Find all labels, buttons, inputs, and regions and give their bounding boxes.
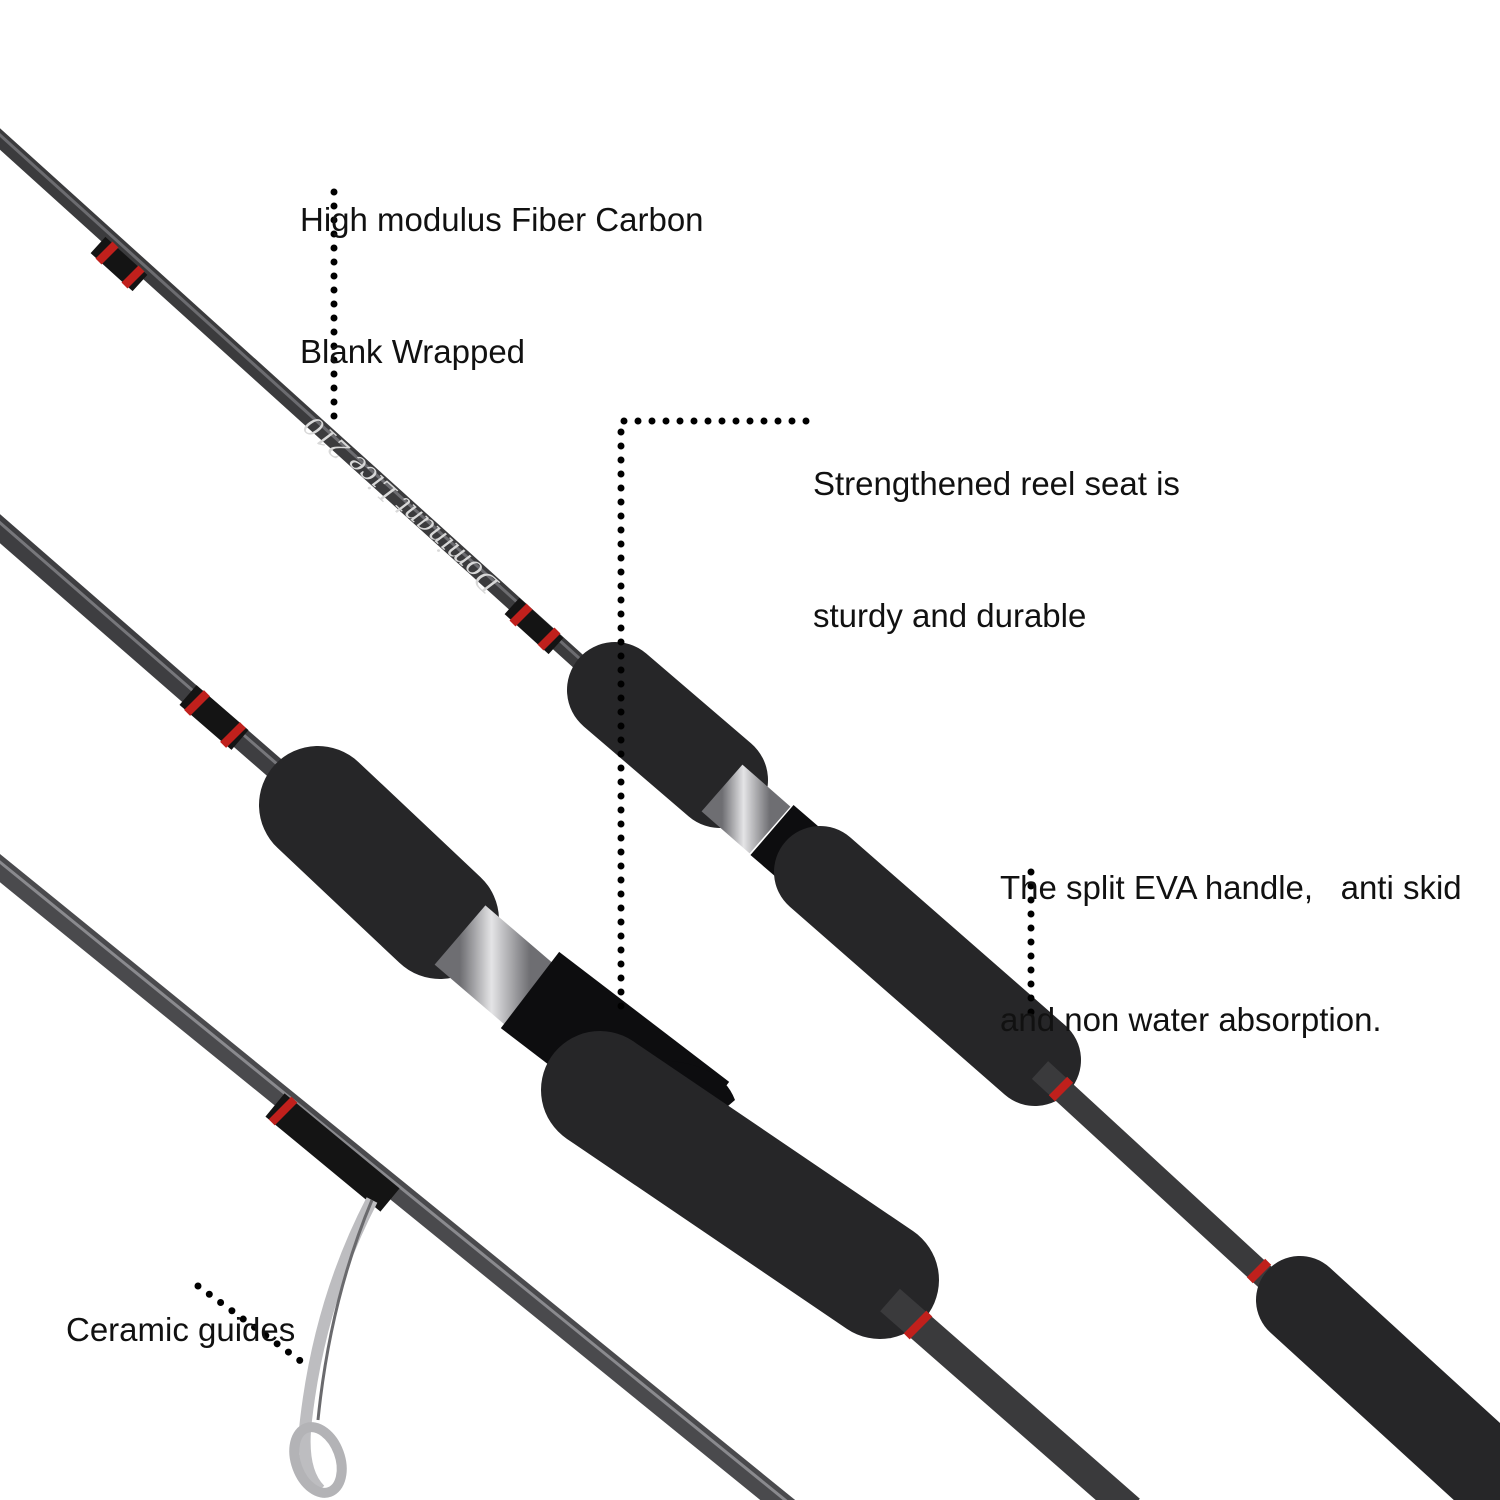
callout-reel-seat-line1: Strengthened reel seat is [813, 465, 1180, 502]
ceramic-guide-frame-inner [316, 1199, 374, 1421]
rod-middle [0, 514, 1140, 1500]
rod-middle-wrap-red [184, 690, 210, 716]
rod-upper-wrap-red [509, 603, 533, 627]
callout-handle: The split EVA handle, anti skid and non … [1000, 778, 1462, 1130]
rod-upper-wrap-red [537, 627, 561, 651]
rod-middle-blank [0, 514, 308, 799]
rod-upper-wrap-red [95, 241, 119, 265]
rod-middle-blank-highlight [0, 520, 301, 786]
callout-reel-seat: Strengthened reel seat is sturdy and dur… [813, 374, 1180, 726]
rod-upper-rear-grip [774, 826, 1081, 1106]
rod-lower [0, 853, 796, 1500]
rod-upper-butt-grip [1256, 1256, 1500, 1500]
rod-upper-wrap-red [1246, 1258, 1272, 1284]
callout-blank-line1: High modulus Fiber Carbon [300, 201, 704, 238]
callout-blank: High modulus Fiber Carbon Blank Wrapped [300, 110, 704, 462]
rod-upper-fore-grip [567, 642, 768, 828]
rod-lower-blank-highlight [0, 860, 788, 1500]
rod-middle-metal-ring [434, 905, 556, 1025]
ceramic-guide-ring [289, 1422, 347, 1498]
rod-lower-wrap [265, 1093, 400, 1212]
rod-upper-wrap-red [1048, 1076, 1074, 1102]
callout-handle-line1: The split EVA handle, anti skid [1000, 869, 1462, 906]
callout-handle-line2: and non water absorption. [1000, 1001, 1382, 1038]
ceramic-guide-frame [298, 1197, 378, 1495]
rod-upper-blank-highlight [0, 133, 612, 688]
rod-upper-metal-ring [701, 764, 791, 854]
leader-lines [194, 188, 1035, 1366]
rod-middle-wrap-red [220, 722, 246, 748]
callout-reel-seat-line2: sturdy and durable [813, 597, 1087, 634]
rod-middle-butt-blank [880, 1288, 1140, 1500]
rod-upper-butt-blank [1031, 1061, 1299, 1309]
callout-guides: Ceramic guides [66, 1220, 295, 1440]
callout-guides-line1: Ceramic guides [66, 1311, 296, 1348]
rod-upper-blank [0, 128, 618, 698]
rod-middle-fore-grip [259, 746, 499, 979]
rod-middle-wrap-red [903, 1310, 933, 1340]
callout-blank-line2: Blank Wrapped [300, 333, 526, 370]
rod-upper-wrap-red [121, 265, 145, 289]
rod-lower-wrap-red [268, 1096, 298, 1126]
leader-reel-seat [617, 417, 810, 1024]
rod-middle-rear-grip [541, 1031, 939, 1339]
